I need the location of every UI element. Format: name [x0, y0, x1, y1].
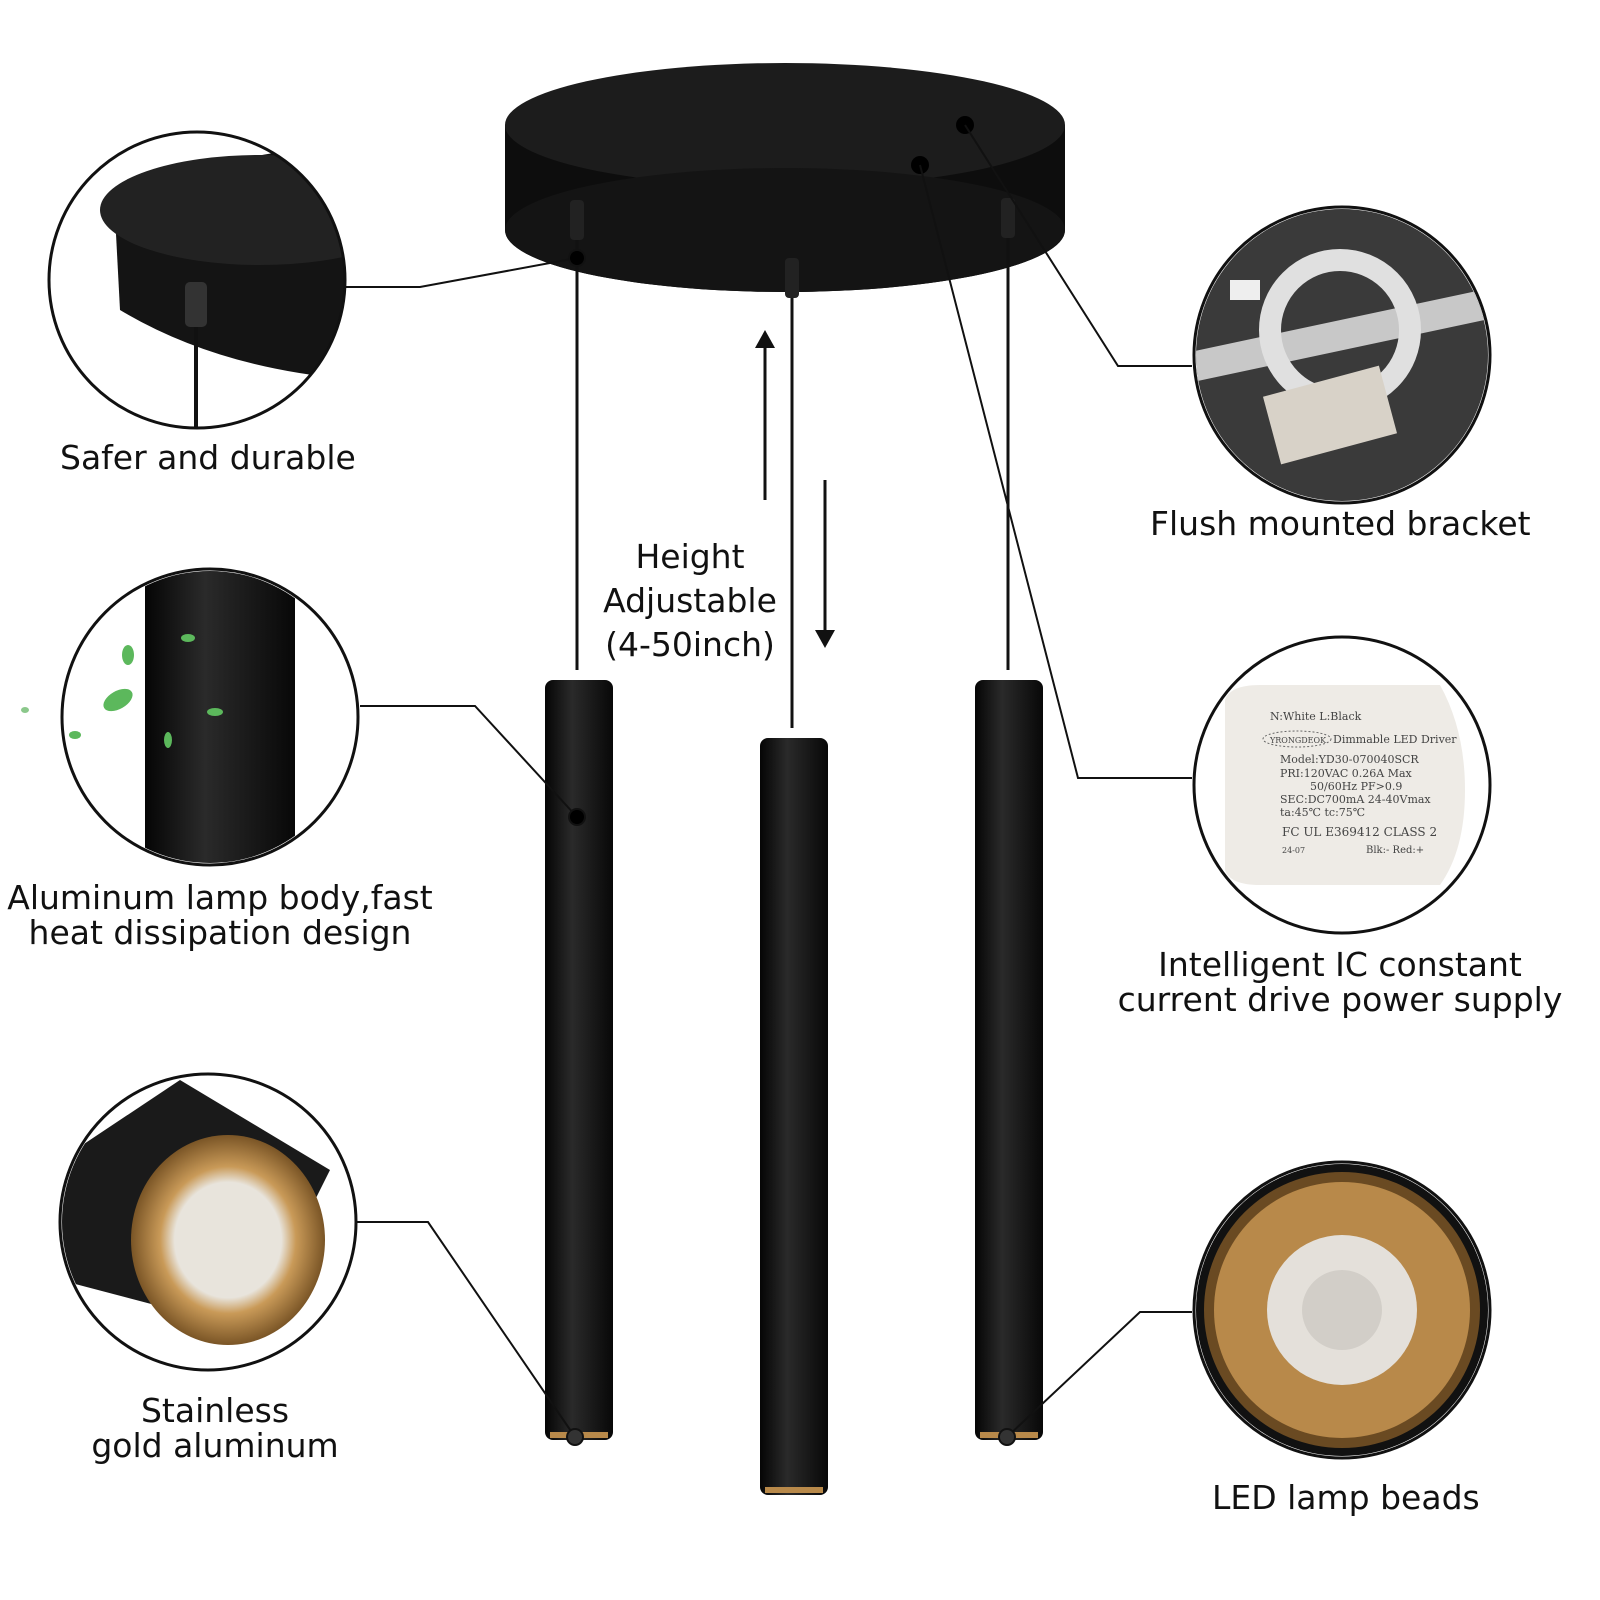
driver-cert: FC UL E369412 CLASS 2 [1282, 825, 1437, 839]
driver-pri: PRI:120VAC 0.26A Max [1280, 767, 1413, 780]
detail-led-beads [1192, 1160, 1492, 1460]
height-line-2: Adjustable [603, 581, 777, 620]
driver-freq: 50/60Hz PF>0.9 [1310, 780, 1402, 793]
driver-line-1: Intelligent IC constant [1158, 945, 1522, 984]
label-led-beads: LED lamp beads [1212, 1478, 1480, 1517]
body-line-1: Aluminum lamp body,fast [7, 878, 433, 917]
body-line-2: heat dissipation design [28, 913, 412, 952]
driver-model: Model:YD30-070040SCR [1280, 753, 1419, 766]
height-line-1: Height [635, 537, 745, 576]
label-height-adjustable: Height Adjustable (4-50inch) [590, 535, 790, 667]
height-line-3: (4-50inch) [605, 625, 775, 664]
label-aluminum-body: Aluminum lamp body,fast heat dissipation… [0, 880, 440, 950]
detail-gold-end [58, 1072, 358, 1372]
detail-led-driver: N:White L:Black YRONGDEOK Dimmable LED D… [1192, 635, 1492, 935]
detail-lamp-body [21, 567, 360, 867]
label-gold-aluminum: Stainless gold aluminum [80, 1393, 350, 1463]
detail-mounting-bracket [1192, 205, 1492, 505]
driver-title: Dimmable LED Driver [1333, 733, 1457, 746]
detail-canopy-closeup [47, 130, 347, 430]
label-driver-supply: Intelligent IC constant current drive po… [1115, 947, 1565, 1017]
gold-line-1: Stainless [140, 1391, 290, 1430]
pendant-middle [760, 258, 828, 1495]
driver-wires: N:White L:Black [1270, 710, 1362, 723]
driver-polarity: Blk:- Red:+ [1366, 845, 1424, 856]
driver-sec: SEC:DC700mA 24-40Vmax [1280, 793, 1431, 806]
driver-date: 24-07 [1282, 846, 1305, 855]
ceiling-canopy [505, 63, 1065, 292]
driver-temp: ta:45℃ tc:75℃ [1280, 806, 1365, 819]
height-arrows [755, 330, 835, 648]
label-safer-durable: Safer and durable [60, 438, 356, 477]
leader-lines [345, 124, 1192, 1446]
gold-line-2: gold aluminum [91, 1426, 339, 1465]
pendant-right [975, 198, 1043, 1440]
label-flush-bracket: Flush mounted bracket [1150, 504, 1531, 543]
driver-line-2: current drive power supply [1117, 980, 1563, 1019]
driver-brand: YRONGDEOK [1269, 736, 1327, 745]
